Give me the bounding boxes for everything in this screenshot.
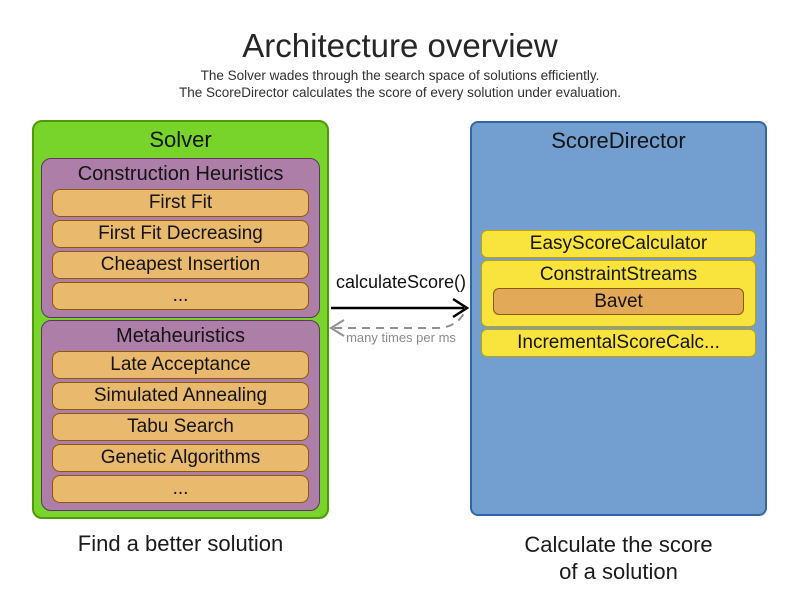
scoredirector-caption-line-1: Calculate the score [524, 532, 713, 557]
bavet: Bavet [493, 288, 744, 315]
calculate-score-arrow [331, 297, 470, 319]
solver-box: Solver Construction Heuristics First Fit… [32, 120, 329, 519]
metaheuristic-item: Tabu Search [52, 413, 309, 441]
calculate-score-label: calculateScore() [335, 272, 467, 292]
solver-title: Solver [149, 127, 212, 152]
scoredirector-caption-line-2: of a solution [559, 559, 678, 584]
metaheuristics-group: Metaheuristics Late Acceptance Simulated… [41, 320, 320, 511]
calculator-stack: EasyScoreCalculator ConstraintStreams Ba… [481, 230, 756, 359]
construction-heuristics-title: Construction Heuristics [77, 163, 284, 185]
heuristic-item: First Fit [52, 189, 309, 217]
metaheuristic-item: Genetic Algorithms [52, 444, 309, 472]
heuristic-item: ... [52, 282, 309, 310]
page-subtitle: The Solver wades through the search spac… [0, 68, 800, 101]
many-times-label: many times per ms [346, 330, 456, 345]
subtitle-line-2: The ScoreDirector calculates the score o… [179, 84, 621, 100]
metaheuristic-item: ... [52, 475, 309, 503]
heuristic-item: Cheapest Insertion [52, 251, 309, 279]
subtitle-line-1: The Solver wades through the search spac… [200, 68, 600, 83]
solver-caption: Find a better solution [77, 531, 284, 556]
constraint-streams-label: ConstraintStreams [539, 264, 698, 285]
constraint-streams: ConstraintStreams Bavet [481, 260, 756, 327]
scoredirector-box: ScoreDirector EasyScoreCalculator Constr… [470, 121, 767, 516]
scoredirector-title: ScoreDirector [551, 128, 686, 153]
incremental-score-calculator: IncrementalScoreCalc... [481, 329, 756, 357]
construction-heuristics-group: Construction Heuristics First Fit First … [41, 158, 320, 318]
scoredirector-caption: Calculate the score of a solution [470, 531, 767, 585]
metaheuristics-title: Metaheuristics [116, 325, 245, 347]
metaheuristic-item: Late Acceptance [52, 351, 309, 379]
metaheuristic-item: Simulated Annealing [52, 382, 309, 410]
page-title: Architecture overview [242, 27, 558, 64]
easy-score-calculator: EasyScoreCalculator [481, 230, 756, 258]
heuristic-item: First Fit Decreasing [52, 220, 309, 248]
